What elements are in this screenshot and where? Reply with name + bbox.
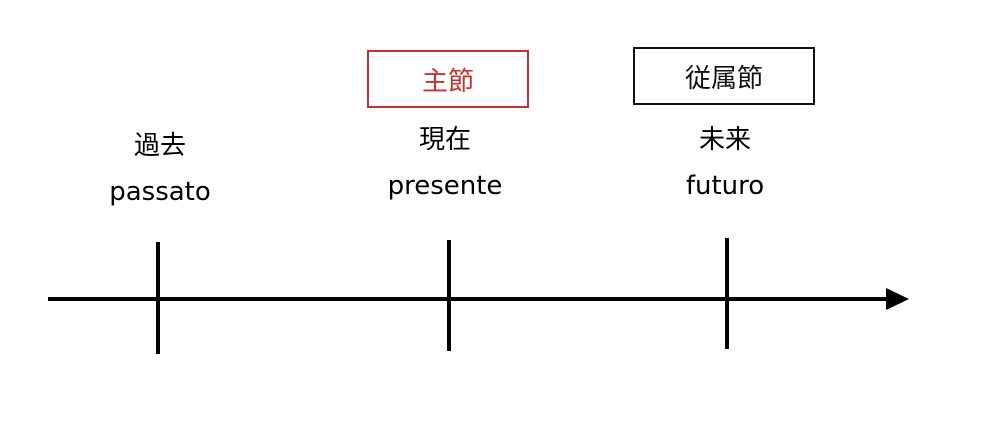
subordinate-clause-label: 従属節 bbox=[684, 63, 763, 94]
future-label-jp: 未来 bbox=[698, 125, 751, 155]
present-label-jp: 現在 bbox=[418, 125, 471, 155]
future-label: 未来 futuro bbox=[625, 117, 825, 209]
future-label-it: futuro bbox=[685, 171, 765, 201]
past-label-jp: 過去 bbox=[133, 131, 186, 161]
past-label: 過去 passato bbox=[60, 123, 260, 215]
main-clause-box: 主節 bbox=[367, 50, 529, 108]
present-label: 現在 presente bbox=[345, 117, 545, 209]
main-clause-label: 主節 bbox=[421, 66, 474, 97]
timeline-arrowhead bbox=[886, 288, 909, 310]
present-label-it: presente bbox=[387, 171, 503, 201]
subordinate-clause-box: 従属節 bbox=[633, 47, 815, 105]
past-label-it: passato bbox=[109, 177, 211, 207]
